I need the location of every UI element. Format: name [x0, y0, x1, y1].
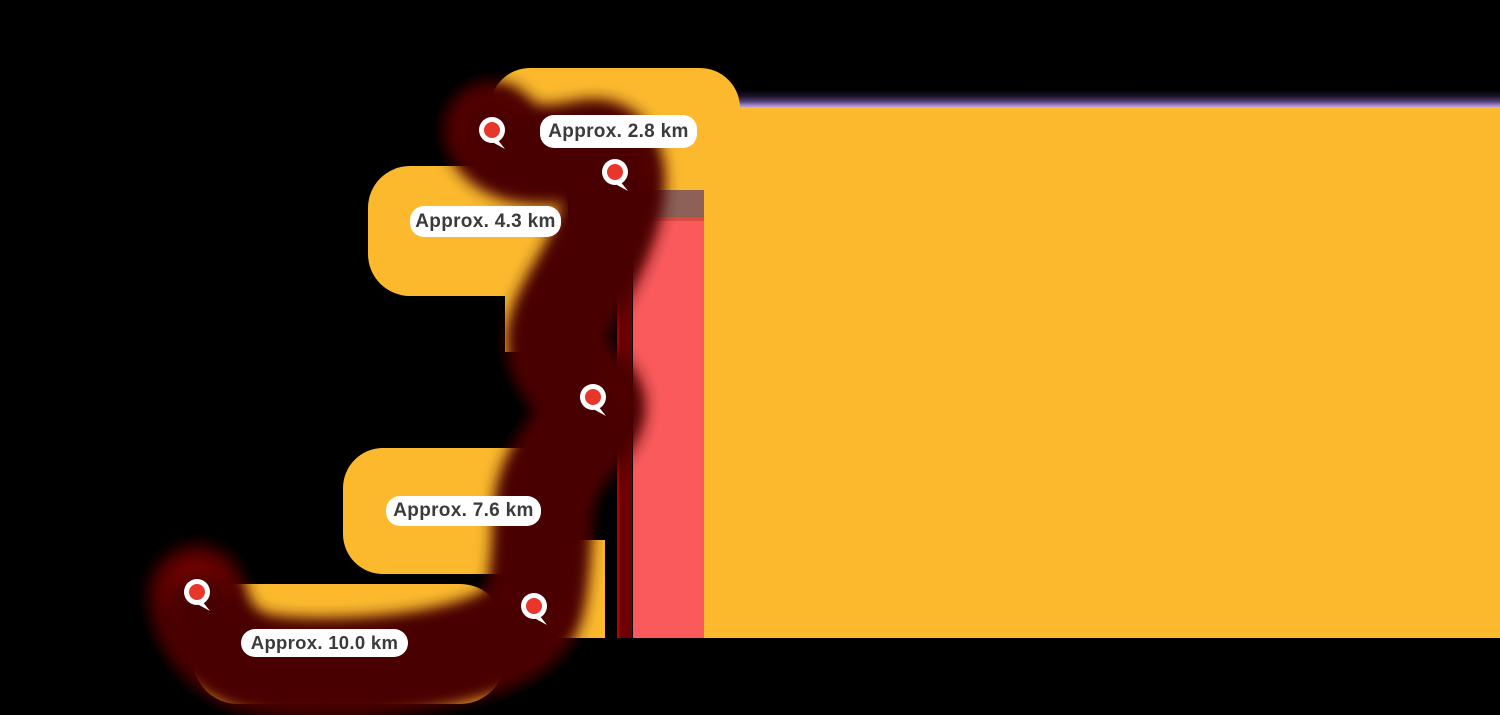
purple-road-line — [728, 90, 1500, 107]
zone-pink — [633, 221, 704, 638]
distance-label-segment-3: Approx. 7.6 km — [386, 496, 541, 526]
distance-label-segment-4: Approx. 10.0 km — [241, 629, 408, 657]
land-region — [633, 75, 1500, 638]
zone-divider-line — [633, 217, 704, 221]
distance-label-segment-2: Approx. 4.3 km — [410, 206, 561, 237]
distance-label-segment-1: Approx. 2.8 km — [540, 115, 697, 148]
